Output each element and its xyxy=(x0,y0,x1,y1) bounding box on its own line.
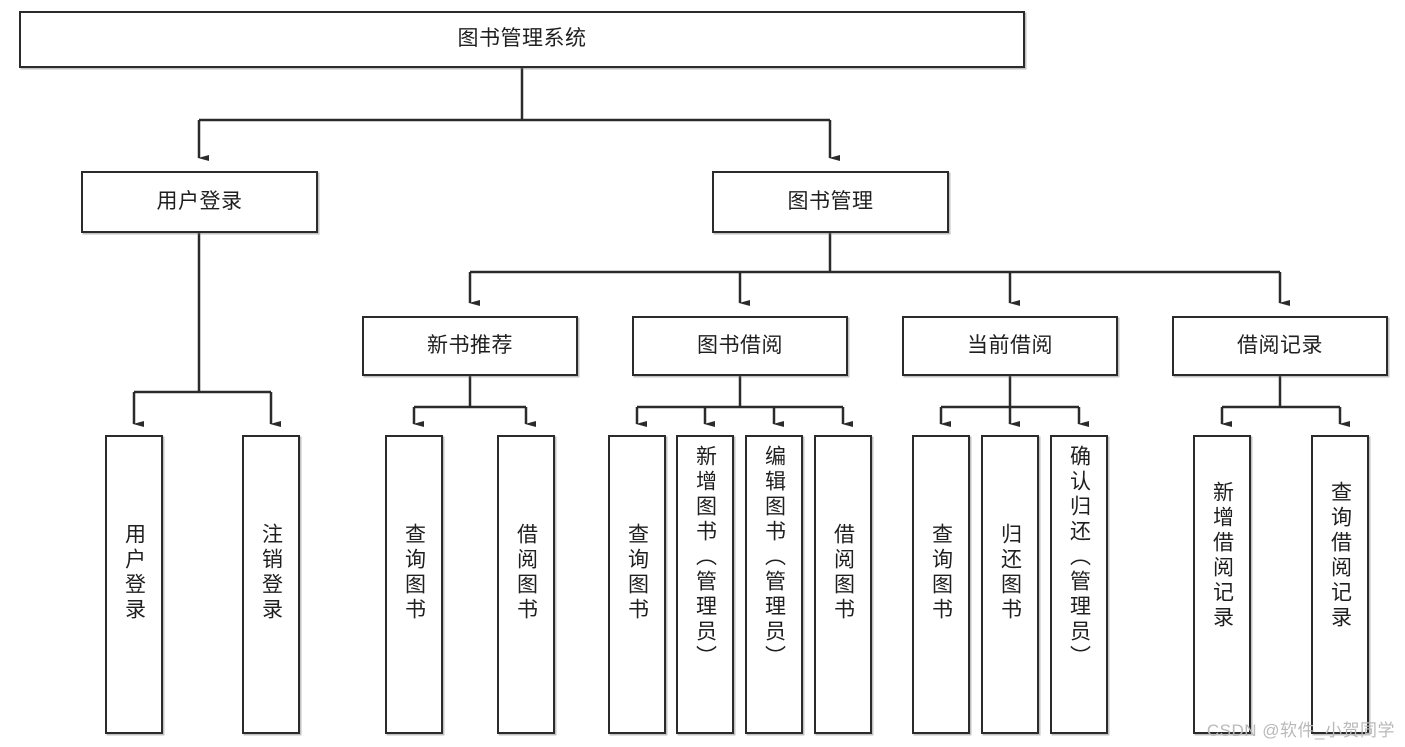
node-new-book-recommendation[interactable]: 新书推荐 xyxy=(362,316,578,376)
node-leaf-user-login[interactable]: 用户登录 xyxy=(105,435,163,734)
node-user-login[interactable]: 用户登录 xyxy=(81,171,318,233)
node-leaf-query-borrow-record[interactable]: 查询借阅记录 xyxy=(1311,435,1369,734)
node-label: 借阅记录 xyxy=(1237,333,1323,357)
node-leaf-add-book-admin[interactable]: 新增图书（管理员） xyxy=(676,435,734,734)
node-label: 用户登录 xyxy=(122,523,146,623)
node-leaf-confirm-return-admin[interactable]: 确认归还（管理员） xyxy=(1050,435,1108,734)
node-leaf-return-books[interactable]: 归还图书 xyxy=(981,435,1039,734)
node-label: 确认归还（管理员） xyxy=(1067,445,1091,670)
node-label: 查询借阅记录 xyxy=(1328,481,1352,631)
node-label: 借阅图书 xyxy=(831,523,855,623)
node-current-borrowing[interactable]: 当前借阅 xyxy=(902,316,1118,376)
node-label: 借阅图书 xyxy=(514,523,538,623)
node-borrow-records[interactable]: 借阅记录 xyxy=(1172,316,1388,376)
node-book-borrowing[interactable]: 图书借阅 xyxy=(632,316,848,376)
node-label: 新增图书（管理员） xyxy=(693,445,717,670)
csdn-watermark: CSDN @软件_小贺同学 xyxy=(1206,721,1395,740)
node-leaf-borrow-books-borrowing[interactable]: 借阅图书 xyxy=(814,435,872,734)
node-leaf-borrow-books-recommendation[interactable]: 借阅图书 xyxy=(497,435,555,734)
node-book-management[interactable]: 图书管理 xyxy=(712,171,949,233)
node-label: 新书推荐 xyxy=(427,333,513,357)
node-label: 当前借阅 xyxy=(967,333,1053,357)
node-label: 新增借阅记录 xyxy=(1210,481,1234,631)
node-leaf-query-books-recommendation[interactable]: 查询图书 xyxy=(385,435,443,734)
node-label: 注销登录 xyxy=(259,523,283,623)
node-leaf-edit-book-admin[interactable]: 编辑图书（管理员） xyxy=(745,435,803,734)
node-label: 编辑图书（管理员） xyxy=(762,445,786,670)
node-label: 图书借阅 xyxy=(697,333,783,357)
node-leaf-query-books-borrowing[interactable]: 查询图书 xyxy=(608,435,666,734)
node-label: 查询图书 xyxy=(929,523,953,623)
node-label: 图书管理系统 xyxy=(457,27,587,51)
node-leaf-query-books-current[interactable]: 查询图书 xyxy=(912,435,970,734)
node-label: 查询图书 xyxy=(625,523,649,623)
node-label: 用户登录 xyxy=(156,189,243,213)
node-label: 查询图书 xyxy=(402,523,426,623)
node-leaf-logout[interactable]: 注销登录 xyxy=(242,435,300,734)
node-root-book-management-system[interactable]: 图书管理系统 xyxy=(19,11,1025,68)
node-leaf-add-borrow-record[interactable]: 新增借阅记录 xyxy=(1193,435,1251,734)
node-label: 归还图书 xyxy=(998,523,1022,623)
node-label: 图书管理 xyxy=(787,189,874,213)
